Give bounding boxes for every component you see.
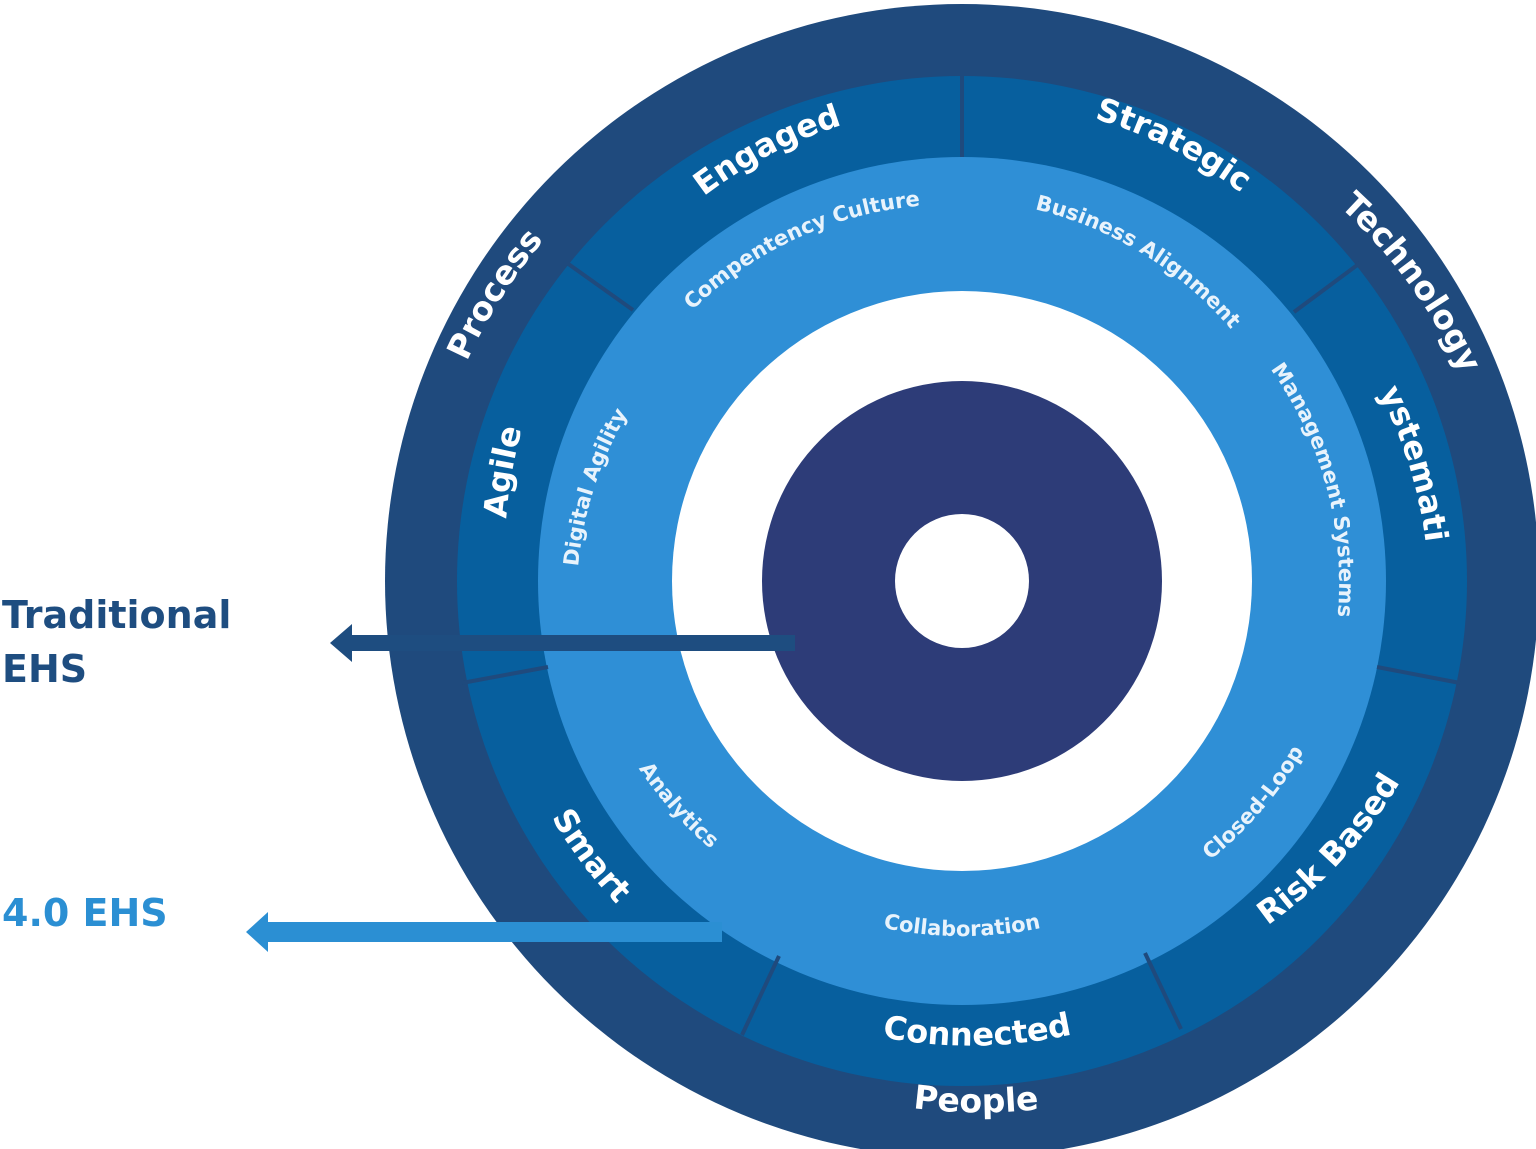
- segment-dividers: [461, 76, 1461, 1036]
- outer-label-people: People: [912, 1077, 1040, 1120]
- center-hole: [895, 514, 1029, 648]
- traditional-arrow: [330, 624, 795, 662]
- svg-text:People: People: [912, 1077, 1040, 1120]
- traditional-ehs-label: Traditional EHS: [2, 588, 231, 696]
- traditional-line-2: EHS: [2, 647, 88, 691]
- ehs-40-label: 4.0 EHS: [2, 891, 168, 935]
- traditional-line-1: Traditional: [2, 593, 232, 637]
- ehs40-arrow: [246, 912, 722, 952]
